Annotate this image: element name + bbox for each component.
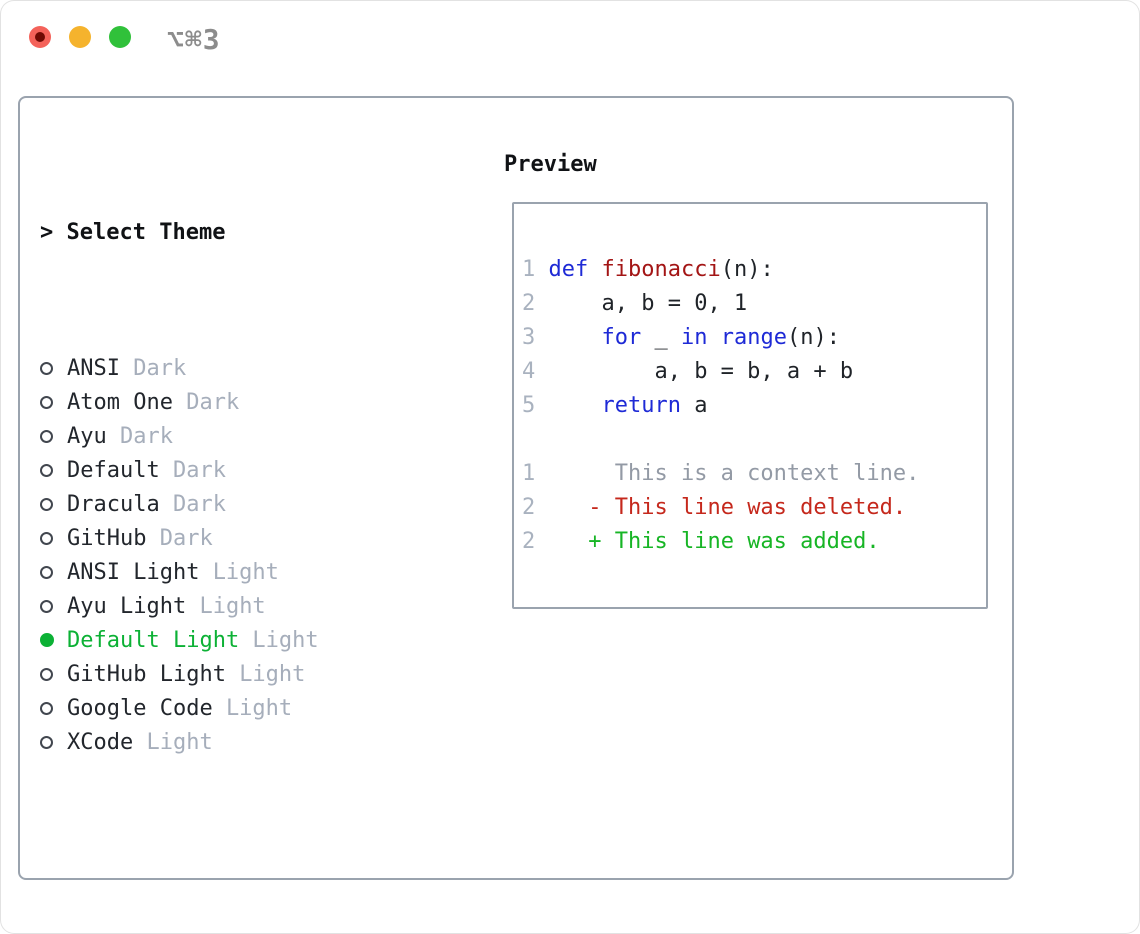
prompt-caret-icon: > — [40, 220, 54, 245]
preview-code: 1 def fibonacci(n): 2 a, b = 0, 1 3 for _ … — [522, 253, 919, 559]
option-label: Ayu — [67, 424, 107, 449]
theme-option[interactable]: GitHub Dark — [40, 522, 411, 556]
variant-tag: Light — [199, 594, 266, 619]
theme-option[interactable]: Ayu Light Light — [40, 590, 411, 624]
zoom-button[interactable] — [109, 26, 131, 48]
radio-icon — [40, 420, 67, 454]
option-label: GitHub — [67, 526, 147, 551]
code-line: 3 for _ in range(n): — [522, 325, 840, 350]
radio-icon — [40, 352, 67, 386]
theme-option[interactable]: Ayu Dark — [40, 420, 411, 454]
radio-selected-icon — [40, 624, 67, 658]
radio-icon — [40, 488, 67, 522]
theme-option[interactable]: Dracula Dark — [40, 488, 411, 522]
code-line: 1 def fibonacci(n): — [522, 257, 774, 282]
option-label: Ayu Light — [67, 594, 187, 619]
variant-tag: Light — [239, 662, 306, 687]
spacer — [40, 862, 411, 896]
variant-tag: Dark — [172, 458, 226, 483]
theme-option[interactable]: ANSI Light Light — [40, 556, 411, 590]
preview-header: Preview — [504, 152, 597, 177]
radio-icon — [40, 692, 67, 726]
variant-tag: Dark — [159, 526, 213, 551]
theme-option[interactable]: Default Dark — [40, 454, 411, 488]
theme-option[interactable]: GitHub Light Light — [40, 658, 411, 692]
code-line — [522, 423, 919, 457]
option-label: GitHub Light — [67, 662, 226, 687]
close-button[interactable] — [29, 26, 51, 48]
minimize-button[interactable] — [69, 26, 91, 48]
theme-option[interactable]: XCode Light — [40, 726, 411, 760]
theme-option[interactable]: Atom One Dark — [40, 386, 411, 420]
option-label: Dracula — [67, 492, 160, 517]
theme-option[interactable]: Default Light Light — [40, 624, 411, 658]
variant-tag: Dark — [119, 424, 173, 449]
code-line: 1 This is a context line. — [522, 461, 920, 486]
close-dot-icon — [35, 32, 45, 42]
variant-tag: Light — [252, 628, 319, 653]
code-line: 5 return a — [522, 393, 708, 418]
radio-icon — [40, 726, 67, 760]
option-label: Default Light — [67, 628, 240, 653]
select-theme-header: > Select Theme — [40, 216, 411, 250]
variant-tag: Light — [146, 730, 213, 755]
option-label: ANSI Light — [67, 560, 200, 585]
select-theme-title: Select Theme — [66, 220, 226, 245]
variant-tag: Light — [225, 696, 293, 721]
theme-option[interactable]: Google Code Light — [40, 692, 411, 726]
code-line: 2 a, b = 0, 1 — [522, 291, 748, 316]
option-label: ANSI — [67, 356, 120, 381]
code-line: 2 + This line was added. — [522, 529, 880, 554]
preview-panel: 1 def fibonacci(n): 2 a, b = 0, 1 3 for _ … — [512, 202, 988, 609]
variant-tag: Light — [212, 560, 279, 585]
radio-icon — [40, 386, 67, 420]
radio-icon — [40, 658, 67, 692]
variant-tag: Dark — [133, 356, 187, 381]
option-label: XCode — [67, 730, 134, 755]
radio-icon — [40, 556, 67, 590]
option-label: Atom One — [67, 390, 173, 415]
radio-icon — [40, 454, 67, 488]
window-shortcut-label: ⌥⌘3 — [167, 23, 221, 56]
radio-icon — [40, 522, 67, 556]
code-line: 4 a, b = b, a + b — [522, 359, 854, 384]
option-label: Google Code — [67, 696, 213, 721]
variant-tag: Dark — [172, 492, 226, 517]
option-label: Default — [67, 458, 160, 483]
radio-icon — [40, 590, 67, 624]
theme-option[interactable]: ANSI Dark — [40, 352, 411, 386]
code-line: 2 - This line was deleted. — [522, 495, 907, 520]
variant-tag: Dark — [186, 390, 240, 415]
